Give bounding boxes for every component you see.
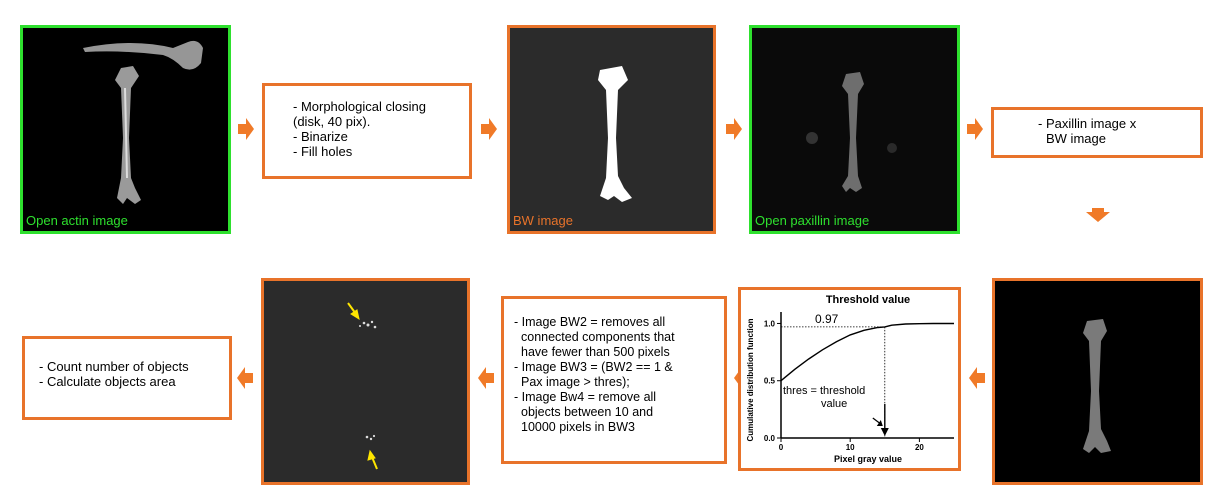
- yellow-arrow-bottom: [367, 449, 378, 470]
- masked-paxillin-panel: [992, 278, 1203, 485]
- x-tick-label: 0: [779, 443, 784, 452]
- step-filter-line: Pax image > thres);: [521, 375, 630, 389]
- threshold-label-line1: thres = threshold: [783, 385, 865, 397]
- step-multiply-line: BW image: [1046, 131, 1106, 146]
- label-pointer-head: [876, 420, 883, 426]
- step-filter-line: have fewer than 500 pixels: [521, 345, 670, 359]
- step-morphology-box: - Morphological closing (disk, 40 pix). …: [262, 83, 472, 179]
- bw-cell-mask: [598, 66, 632, 202]
- paxillin-cell-image: [806, 72, 897, 192]
- paxillin-image-panel: Open paxillin image: [749, 25, 960, 234]
- y-tick-label: 0.0: [764, 434, 776, 443]
- y-axis-label: Cumulative distribution function: [746, 318, 755, 441]
- chart-title: Threshold value: [826, 294, 910, 306]
- objects-result-panel: [261, 278, 470, 485]
- step-filter-line: connected components that: [521, 330, 675, 344]
- step-filter-line: 10000 pixels in BW3: [521, 420, 635, 434]
- step-count-line: - Count number of objects: [39, 359, 189, 374]
- threshold-chart: Threshold value Cumulative distribution …: [746, 294, 954, 464]
- step-multiply-box: - Paxillin image x BW image: [991, 107, 1203, 158]
- threshold-label-line2: value: [821, 398, 847, 410]
- step-filter-line: - Image BW3 = (BW2 == 1 &: [514, 360, 673, 374]
- cdf-series-line: [780, 322, 954, 382]
- flow-arrow-right-2: [481, 118, 497, 140]
- value-label: 0.97: [815, 312, 839, 326]
- step-filter-line: - Image BW2 = removes all: [514, 315, 666, 329]
- actin-image-caption: Open actin image: [26, 213, 128, 228]
- paxillin-image-caption: Open paxillin image: [755, 213, 870, 228]
- step-count-box: - Count number of objects - Calculate ob…: [22, 336, 232, 420]
- step-multiply-line: - Paxillin image x: [1038, 116, 1137, 131]
- bw-image-caption: BW image: [513, 213, 573, 228]
- step-morphology-line: - Fill holes: [293, 144, 353, 159]
- bw-image-panel: BW image: [507, 25, 716, 234]
- flow-arrow-down: [1086, 208, 1110, 222]
- x-tick-label: 20: [915, 443, 924, 452]
- flow-arrow-left-4: [969, 367, 985, 389]
- threshold-chart-panel: Threshold value Cumulative distribution …: [738, 287, 961, 471]
- step-filter-line: objects between 10 and: [521, 405, 654, 419]
- step-count-line: - Calculate objects area: [39, 374, 176, 389]
- flow-arrow-right-3: [726, 118, 742, 140]
- flow-arrow-left-1: [237, 367, 253, 389]
- step-morphology-line: - Morphological closing: [293, 99, 426, 114]
- x-axis-label: Pixel gray value: [834, 454, 902, 464]
- flow-arrow-left-2: [478, 367, 494, 389]
- threshold-pointer-head: [880, 428, 889, 436]
- objects-result-image: [347, 302, 378, 470]
- x-tick-label: 10: [846, 443, 855, 452]
- step-morphology-line: - Binarize: [293, 129, 348, 144]
- y-tick-label: 0.5: [764, 377, 776, 386]
- actin-cell-image: [83, 40, 203, 204]
- yellow-arrow-top: [347, 302, 360, 321]
- y-tick-label: 1.0: [764, 319, 776, 328]
- step-filter-line: - Image Bw4 = remove all: [514, 390, 657, 404]
- flow-arrow-right-4: [967, 118, 983, 140]
- masked-paxillin-image: [1083, 319, 1111, 453]
- step-morphology-line: (disk, 40 pix).: [293, 114, 371, 129]
- flow-arrow-right-1: [238, 118, 254, 140]
- step-filter-box: - Image BW2 = removes all connected comp…: [501, 296, 727, 464]
- actin-image-panel: Open actin image: [20, 25, 231, 234]
